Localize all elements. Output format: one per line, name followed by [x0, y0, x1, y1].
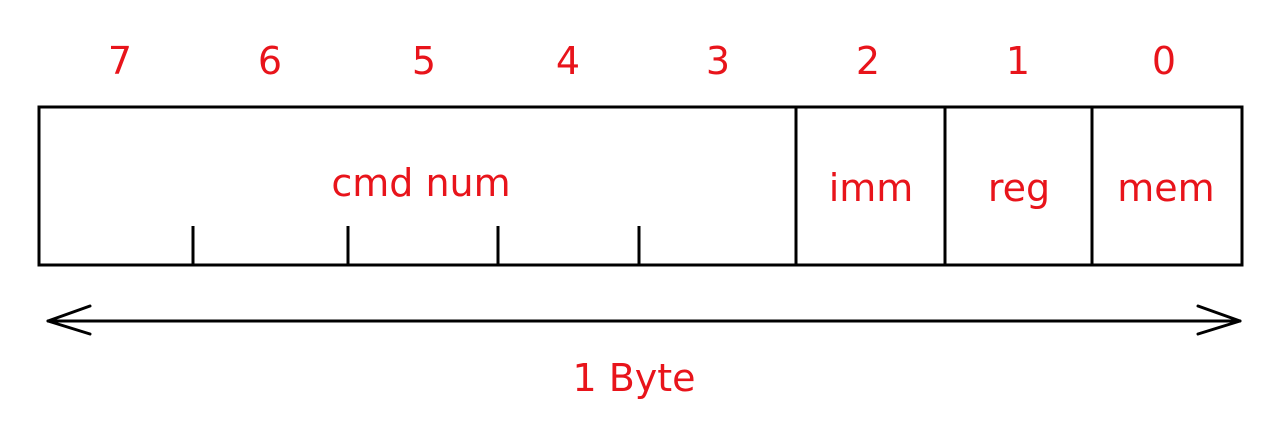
cmd-bit-ticks — [191, 226, 641, 265]
field-imm-label: imm — [829, 166, 914, 210]
field-mem-label: mem — [1117, 166, 1214, 210]
bit-2-label: 2 — [856, 39, 880, 83]
bit-number-labels: 7 6 5 4 3 2 1 0 — [108, 39, 1176, 83]
size-label: 1 Byte — [572, 356, 695, 400]
field-reg-label: reg — [988, 166, 1050, 210]
size-arrow-right-head — [1196, 304, 1242, 336]
bit-6-label: 6 — [258, 39, 282, 83]
field-cmd-num-label: cmd num — [331, 161, 510, 205]
field-labels: cmd num imm reg mem — [331, 161, 1214, 210]
bit-3-label: 3 — [706, 39, 730, 83]
size-arrow — [46, 304, 1242, 336]
bit-7-label: 7 — [108, 39, 132, 83]
bit-1-label: 1 — [1006, 39, 1030, 83]
bit-0-label: 0 — [1152, 39, 1176, 83]
bit-4-label: 4 — [556, 39, 580, 83]
size-arrow-left-head — [46, 304, 92, 336]
bit-5-label: 5 — [412, 39, 436, 83]
